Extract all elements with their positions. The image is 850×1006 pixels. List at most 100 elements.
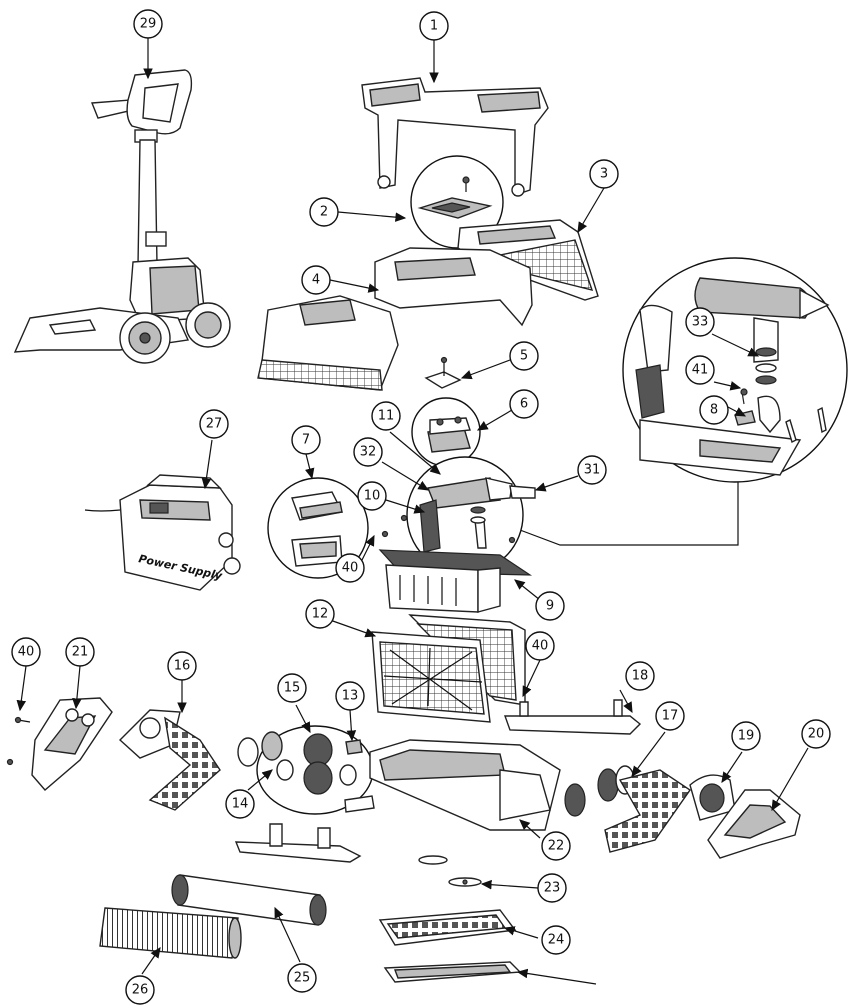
callout-16: 16 — [167, 651, 197, 681]
callout-24: 24 — [541, 925, 571, 955]
callout-21: 21 — [65, 637, 95, 667]
callout-ring — [655, 701, 685, 731]
callout-ring — [11, 637, 41, 667]
clip-part-13 — [345, 739, 363, 755]
callout-33: 33 — [685, 307, 715, 337]
callout-number: 27 — [206, 417, 223, 432]
detail-6 — [411, 397, 481, 467]
callout-ring — [301, 265, 331, 295]
callout-number: 2 — [320, 205, 328, 220]
callout-number: 22 — [548, 839, 565, 854]
callout-ring — [357, 481, 387, 511]
callout-26: 26 — [125, 975, 155, 1005]
brush-26 — [99, 907, 242, 959]
callout-ring — [309, 197, 339, 227]
callout-number: 21 — [72, 645, 89, 660]
body-shell — [257, 247, 533, 391]
callout-17: 17 — [655, 701, 685, 731]
callout-number: 40 — [18, 645, 35, 660]
detail-7 — [267, 477, 369, 579]
callout-7: 7 — [291, 425, 321, 455]
callout-number: 7 — [302, 433, 310, 448]
detail-33-41-8 — [622, 257, 848, 483]
roller-25 — [171, 874, 327, 926]
track-assembly-16 — [118, 709, 221, 811]
callout-ring — [291, 425, 321, 455]
callout-number: 23 — [544, 881, 561, 896]
callout-10: 10 — [357, 481, 387, 511]
detail-2 — [410, 155, 504, 249]
callout-22: 22 — [541, 831, 571, 861]
callout-number: 4 — [312, 273, 320, 288]
callout-ring — [541, 831, 571, 861]
callout-number: 17 — [662, 709, 679, 724]
callout-ring — [353, 437, 383, 467]
callout-number: 19 — [738, 729, 755, 744]
callout-20: 20 — [801, 719, 831, 749]
filter-assembly — [371, 614, 526, 723]
callout-ring — [509, 341, 539, 371]
rail-part — [504, 699, 642, 735]
callout-1: 1 — [419, 11, 449, 41]
callout-number: 25 — [294, 971, 311, 986]
callout-ring — [535, 591, 565, 621]
callout-number: 20 — [808, 727, 825, 742]
callout-23: 23 — [537, 873, 567, 903]
callout-ring — [287, 963, 317, 993]
callout-4: 4 — [301, 265, 331, 295]
callout-ring — [125, 975, 155, 1005]
callout-ring — [589, 159, 619, 189]
callout-ring — [225, 789, 255, 819]
callout-18: 18 — [625, 661, 655, 691]
callout-ring — [685, 307, 715, 337]
callout-ring — [419, 11, 449, 41]
intake-plate-24 — [378, 909, 517, 946]
callout-40: 40 — [525, 631, 555, 661]
callout-ring — [133, 9, 163, 39]
callout-31: 31 — [577, 455, 607, 485]
impeller — [418, 855, 482, 887]
callout-number: 26 — [132, 983, 149, 998]
callout-ring — [65, 637, 95, 667]
callout-number: 5 — [520, 349, 528, 364]
callout-number: 18 — [632, 669, 649, 684]
callout-ring — [335, 681, 365, 711]
callout-number: 15 — [284, 681, 301, 696]
callout-ring — [509, 389, 539, 419]
callout-number: 40 — [532, 639, 549, 654]
handle-part — [361, 77, 549, 197]
bottom-rail — [234, 823, 362, 863]
callout-ring — [537, 873, 567, 903]
callout-number: 13 — [342, 689, 359, 704]
callout-12: 12 — [305, 599, 335, 629]
callout-13: 13 — [335, 681, 365, 711]
callout-number: 1 — [430, 19, 438, 34]
callout-ring — [625, 661, 655, 691]
callout-number: 6 — [520, 397, 528, 412]
right-track-assembly — [597, 765, 801, 859]
callout-32: 32 — [353, 437, 383, 467]
callout-6: 6 — [509, 389, 539, 419]
caddy-cart — [13, 69, 231, 364]
callout-number: 32 — [360, 445, 377, 460]
callout-ring — [577, 455, 607, 485]
callout-number: 10 — [364, 489, 381, 504]
callout-number: 29 — [140, 17, 157, 32]
motor-unit — [378, 549, 533, 613]
callout-8: 8 — [699, 395, 729, 425]
callout-5: 5 — [509, 341, 539, 371]
callout-number: 9 — [546, 599, 554, 614]
callout-ring — [305, 599, 335, 629]
callout-ring — [335, 553, 365, 583]
clip-part-4 — [424, 356, 462, 389]
callout-ring — [277, 673, 307, 703]
bottom-plate-34 — [383, 961, 522, 983]
callout-19: 19 — [731, 721, 761, 751]
callout-15: 15 — [277, 673, 307, 703]
callout-ring — [525, 631, 555, 661]
side-panel-21 — [6, 697, 113, 791]
callout-9: 9 — [535, 591, 565, 621]
callout-11: 11 — [371, 401, 401, 431]
